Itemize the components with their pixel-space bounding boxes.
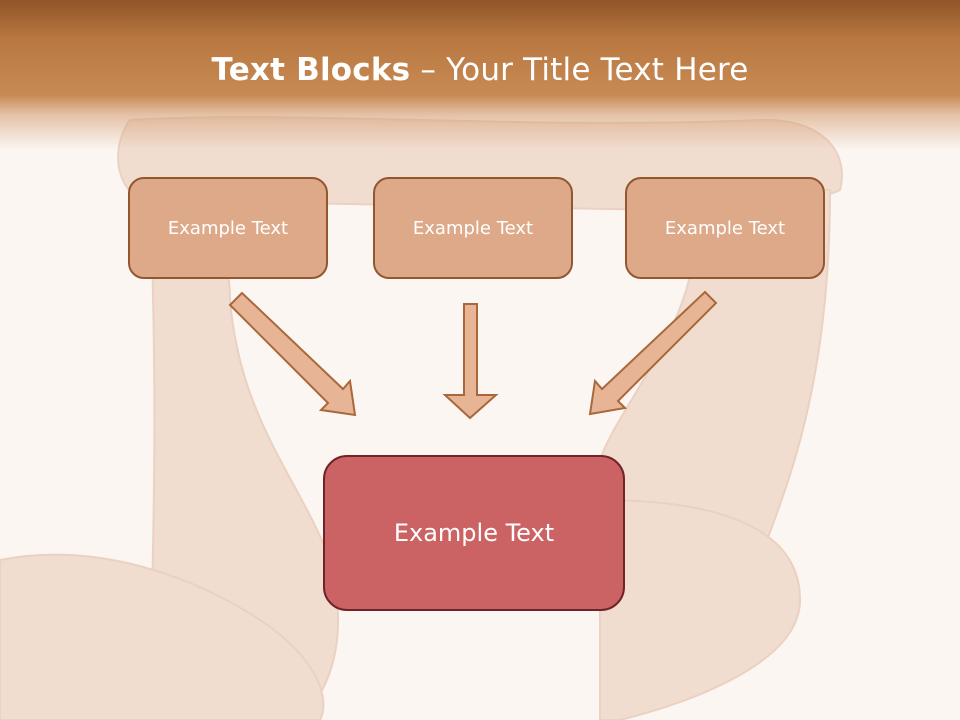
text-block-3-label: Example Text	[664, 217, 786, 239]
title-bold: Text Blocks	[211, 52, 411, 88]
text-block-3[interactable]: Example Text	[625, 177, 825, 279]
text-block-1[interactable]: Example Text	[128, 177, 328, 279]
text-block-2-label: Example Text	[412, 217, 534, 239]
title-dash: –	[410, 52, 447, 88]
arrow-middle	[442, 303, 499, 420]
slide-title: Text Blocks – Your Title Text Here	[0, 52, 960, 88]
title-rest: Your Title Text Here	[446, 52, 749, 88]
target-block-label: Example Text	[393, 519, 555, 547]
title-bar	[0, 0, 960, 150]
arrow-left	[228, 291, 357, 417]
arrow-right	[588, 290, 718, 416]
target-block[interactable]: Example Text	[323, 455, 625, 611]
text-block-2[interactable]: Example Text	[373, 177, 573, 279]
text-block-1-label: Example Text	[167, 217, 289, 239]
